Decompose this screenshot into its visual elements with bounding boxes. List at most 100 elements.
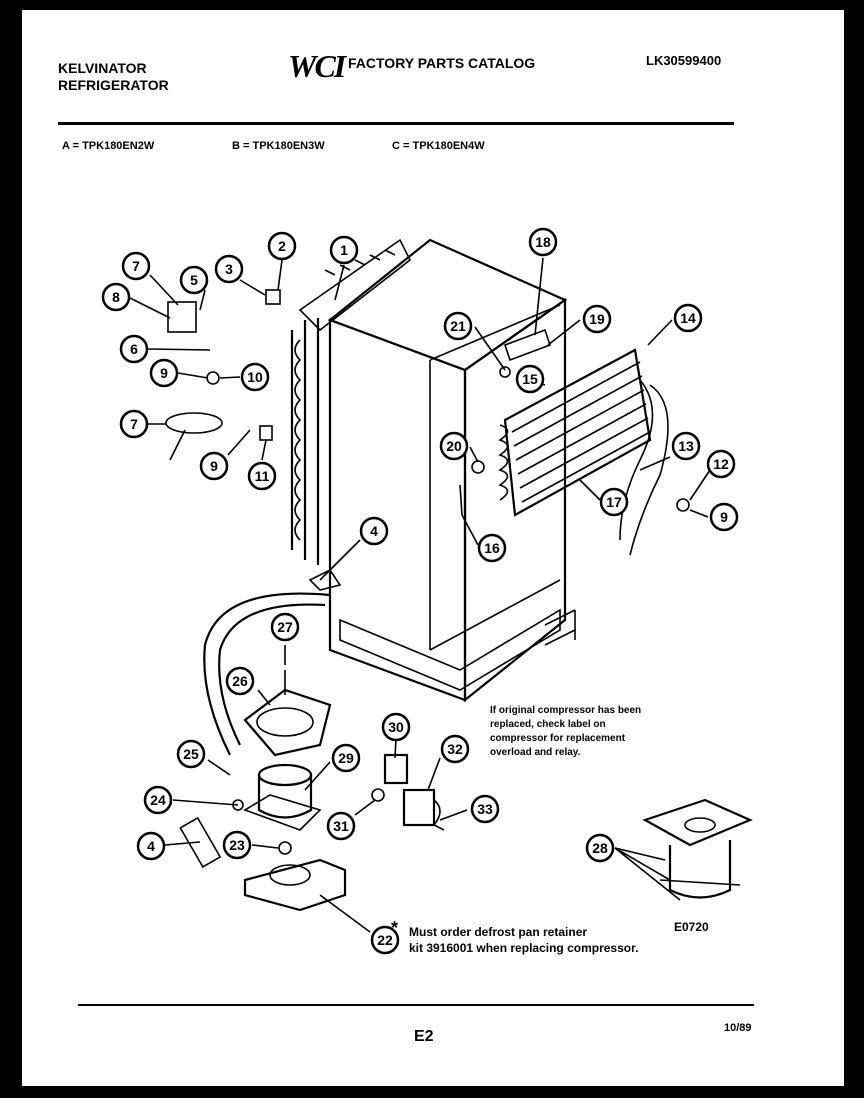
callout-9c: 9 [709,502,739,532]
footer-rule [78,1004,754,1006]
replacement-compressor-drawing [642,798,753,899]
callout-29: 29 [331,743,361,773]
svg-text:8: 8 [112,289,120,305]
svg-text:9: 9 [160,365,168,381]
brand-line-1: KELVINATOR [58,60,147,76]
compressor-base-drawing [243,858,347,912]
svg-text:18: 18 [535,234,551,250]
callout-24: 24 [143,785,173,815]
defrost-pan-note: Must order defrost pan retainer kit 3916… [409,924,638,956]
asterisk-mark: * [391,918,399,938]
callout-25: 25 [176,739,206,769]
svg-text:4: 4 [370,523,378,539]
svg-text:19: 19 [589,311,605,327]
callout-3: 3 [214,254,244,284]
svg-text:2: 2 [278,238,286,254]
svg-text:9: 9 [720,509,728,525]
svg-text:17: 17 [606,494,622,510]
callout-19: 19 [582,304,612,334]
svg-text:15: 15 [522,371,538,387]
callout-2: 2 [267,231,297,261]
callout-30: 30 [381,712,411,742]
svg-text:23: 23 [229,837,245,853]
svg-text:22: 22 [377,932,393,948]
svg-text:26: 26 [232,673,248,689]
svg-text:13: 13 [678,438,694,454]
svg-text:12: 12 [713,456,729,472]
callout-22: 22 [370,925,400,955]
svg-text:5: 5 [190,272,198,288]
svg-text:28: 28 [592,840,608,856]
compressor-note-line: overload and relay. [490,747,581,758]
svg-text:27: 27 [277,619,293,635]
svg-text:16: 16 [484,540,500,556]
callout-17: 17 [599,487,629,517]
callout-13: 13 [671,431,701,461]
callout-26: 26 [225,666,255,696]
condenser-coil-drawing [290,238,412,591]
svg-text:21: 21 [450,318,466,334]
compressor-note-line: compressor for replacement [490,733,626,744]
svg-text:29: 29 [338,750,354,766]
svg-text:32: 32 [447,741,463,757]
callout-20: 20 [439,431,469,461]
svg-text:14: 14 [680,310,696,326]
callout-8: 8 [101,282,131,312]
callout-4b: 4 [136,831,166,861]
callout-9b: 9 [199,451,229,481]
callout-5: 5 [179,265,209,295]
cabinet-drawing [327,238,576,703]
svg-text:9: 9 [210,458,218,474]
defrost-note-line: Must order defrost pan retainer [409,925,588,939]
svg-text:1: 1 [340,242,348,258]
diagram-code: E0720 [674,920,709,934]
svg-text:20: 20 [446,438,462,454]
callout-6: 6 [119,334,149,364]
compressor-drawing [232,763,322,855]
svg-text:30: 30 [388,719,404,735]
callout-7b: 7 [119,409,149,439]
callout-32: 32 [440,734,470,764]
callout-33: 33 [470,794,500,824]
model-c: C = TPK180EN4W [392,140,485,152]
callout-27: 27 [270,612,300,642]
callout-1: 1 [329,235,359,265]
small-parts-drawing [165,289,690,869]
brand-line-2: REFRIGERATOR [58,77,169,93]
callout-12: 12 [706,449,736,479]
catalog-title: FACTORY PARTS CATALOG [348,55,536,71]
svg-text:4: 4 [147,838,155,854]
catalog-number: LK30599400 [646,53,722,68]
callout-18: 18 [528,227,558,257]
compressor-note: If original compressor has been replaced… [490,704,641,760]
callout-15: 15 [515,364,545,394]
svg-text:7: 7 [130,416,138,432]
catalog-page [22,10,844,1086]
callout-9a: 9 [149,358,179,388]
defrost-note-line: kit 3916001 when replacing compressor. [409,941,639,955]
svg-text:6: 6 [130,341,138,357]
callout-21: 21 [443,311,473,341]
callout-7a: 7 [121,251,151,281]
callout-31: 31 [326,811,356,841]
relay-drawing [371,753,445,831]
svg-text:7: 7 [132,258,140,274]
page-number: E2 [414,1028,434,1045]
callout-23: 23 [222,830,252,860]
model-b: B = TPK180EN3W [232,140,325,152]
svg-text:24: 24 [150,792,166,808]
drain-tube-drawing [203,592,331,756]
svg-text:11: 11 [255,468,270,484]
svg-text:25: 25 [183,746,199,762]
callout-28: 28 [585,833,615,863]
callout-16: 16 [477,533,507,563]
svg-text:3: 3 [225,261,233,277]
callout-10: 10 [240,362,270,392]
evaporator-drawing [498,328,669,556]
callout-4a: 4 [359,516,389,546]
model-a: A = TPK180EN2W [62,140,155,152]
svg-text:10: 10 [247,369,263,385]
callout-11: 11 [247,461,277,491]
svg-text:31: 31 [333,818,349,834]
